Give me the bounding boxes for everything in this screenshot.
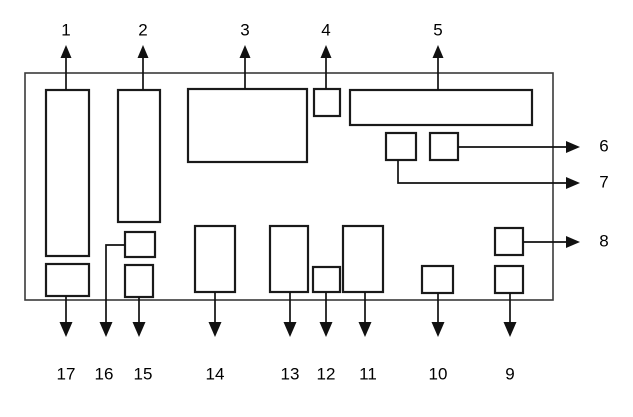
component-17 [44,262,91,298]
callout-label-6: 6 [599,136,608,155]
component-6 [428,131,460,162]
component-11 [341,224,385,294]
arrow-up-icon-4 [320,45,332,58]
callout-13: 13 [281,292,300,383]
callout-label-13: 13 [281,364,300,383]
callout-9: 9 [503,293,517,383]
component-3 [186,87,309,164]
arrow-right-icon-6 [566,141,580,153]
callout-label-8: 8 [599,231,608,250]
components-layer [44,87,534,299]
callout-5: 5 [432,20,444,90]
callout-label-17: 17 [57,364,76,383]
callout-label-4: 4 [321,20,330,39]
arrow-down-icon-12 [319,322,333,337]
component-14 [193,224,237,294]
component-7 [384,131,418,162]
arrow-down-icon-11 [358,322,372,337]
callout-label-9: 9 [505,364,514,383]
component-15 [123,263,155,299]
component-4 [312,87,342,118]
arrow-down-icon-16 [99,322,113,337]
leader-line-16 [105,244,125,322]
callout-label-2: 2 [138,20,147,39]
arrow-right-icon-7 [566,177,580,189]
callout-6: 6 [458,136,609,155]
callout-8: 8 [523,231,609,250]
callout-10: 10 [429,293,448,383]
component-1 [44,88,91,258]
component-2 [116,88,162,224]
arrow-down-icon-17 [59,322,73,337]
callout-label-1: 1 [61,20,70,39]
callout-label-5: 5 [433,20,442,39]
callout-label-11: 11 [359,364,377,383]
callout-label-14: 14 [206,364,225,383]
component-13 [268,224,310,294]
component-12 [311,265,342,294]
callout-12: 12 [317,292,336,383]
callout-label-7: 7 [599,172,608,191]
callout-label-16: 16 [95,364,114,383]
arrow-up-icon-5 [432,45,444,58]
callout-4: 4 [320,20,332,89]
arrow-down-icon-10 [431,322,445,337]
board-outline [24,72,554,301]
component-10 [420,264,455,295]
callout-label-12: 12 [317,364,336,383]
arrow-down-icon-15 [132,322,146,337]
callout-2: 2 [137,20,149,90]
callout-label-10: 10 [429,364,448,383]
arrow-down-icon-14 [208,322,222,337]
arrow-up-icon-2 [137,45,149,58]
component-16 [123,230,157,259]
arrow-up-icon-3 [239,45,251,58]
callout-16: 16 [95,244,125,383]
callout-label-3: 3 [240,20,249,39]
leader-line-7 [397,160,573,184]
component-5 [348,88,534,127]
arrow-right-icon-8 [566,236,580,248]
component-8 [493,226,525,257]
callout-label-15: 15 [134,364,153,383]
arrow-down-icon-9 [503,322,517,337]
callout-3: 3 [239,20,251,89]
callout-11: 11 [358,292,377,383]
callout-17: 17 [57,296,76,383]
callout-1: 1 [60,20,72,90]
callout-7: 7 [397,160,609,191]
callout-14: 14 [206,292,225,383]
arrow-up-icon-1 [60,45,72,58]
arrow-down-icon-13 [283,322,297,337]
component-9 [493,264,525,295]
callout-15: 15 [132,297,153,383]
